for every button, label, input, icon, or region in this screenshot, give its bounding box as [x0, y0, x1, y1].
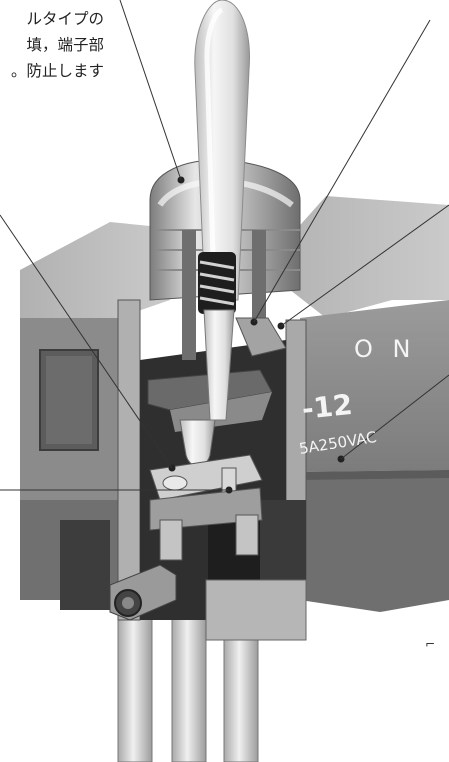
caption-line-3: 防止します。 — [10, 62, 104, 80]
cutaway-wall-left — [117, 299, 141, 621]
bushing-section — [182, 230, 196, 360]
model-marking: -12 — [300, 388, 354, 426]
housing-skirt-right — [300, 470, 449, 612]
on-marking: O N — [354, 335, 416, 363]
caption-line-2: 填，端子部 — [26, 36, 104, 54]
housing-base — [205, 579, 307, 641]
description-caption: ルタイプの 填，端子部 防止します。 — [0, 6, 104, 84]
caption-line-1: ルタイプの — [26, 10, 104, 28]
callout-leader-lines — [0, 0, 449, 491]
housing-face-right — [300, 300, 449, 472]
housing-top-right — [262, 196, 449, 318]
spring — [198, 252, 236, 314]
housing-top-left — [20, 222, 170, 318]
corner-mark: ⌐ — [425, 637, 435, 651]
